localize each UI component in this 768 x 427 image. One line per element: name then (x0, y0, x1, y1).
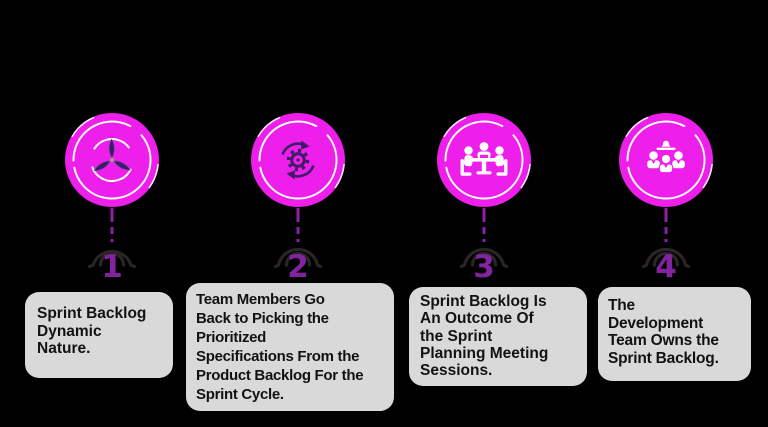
arc-bracket (87, 249, 137, 269)
step-4-description: The Development Team Owns the Sprint Bac… (598, 287, 751, 381)
step-1-number: 1 (101, 249, 123, 285)
step-2-badge (250, 112, 346, 269)
badge-inner-ring (258, 120, 338, 200)
step-3-number: 3 (473, 249, 495, 285)
step-3-badge (436, 112, 532, 269)
badge-inner-ring (444, 120, 524, 200)
step-4-number: 4 (655, 249, 677, 285)
badge-inner-ring (72, 120, 152, 200)
step-1-badge (64, 112, 160, 269)
meeting-icon (460, 142, 508, 176)
arc-bracket (641, 247, 691, 269)
step-2-description: Team Members Go Back to Picking the Prio… (186, 283, 394, 411)
step-4-badge (618, 112, 714, 269)
arc-bracket (459, 247, 509, 269)
team-icon (647, 140, 685, 174)
step-2-number: 2 (287, 249, 309, 285)
arc-bracket (273, 247, 323, 269)
step-1-description: Sprint Backlog Dynamic Nature. (25, 292, 173, 378)
iteration-cycle-icon (281, 140, 315, 180)
step-3-description: Sprint Backlog Is An Outcome Of the Spri… (409, 287, 587, 386)
badge-inner-ring (626, 120, 706, 200)
